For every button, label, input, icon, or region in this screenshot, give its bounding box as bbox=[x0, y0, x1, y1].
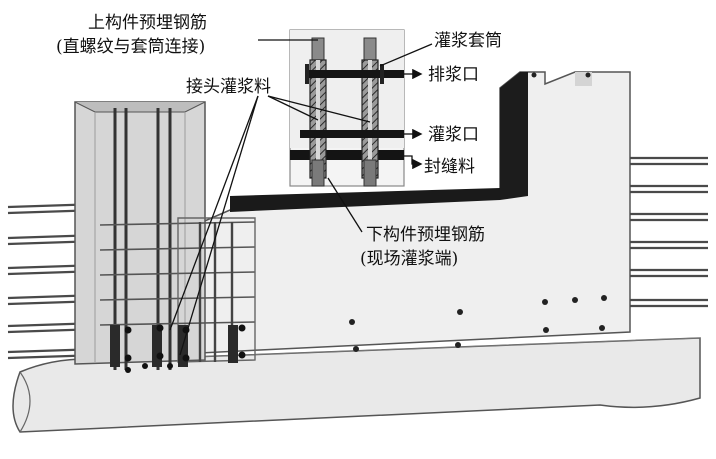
label-joint-grout: 接头灌浆料 bbox=[186, 77, 271, 97]
label-inlet: 灌浆口 bbox=[428, 125, 479, 145]
label-upper-bar-note: (直螺纹与套筒连接) bbox=[56, 37, 205, 57]
annotation-labels: 上构件预埋钢筋 (直螺纹与套筒连接) 接头灌浆料 灌浆套筒 排浆口 灌浆口 封缝… bbox=[56, 13, 502, 269]
right-protruding-rebar bbox=[630, 156, 708, 308]
label-lower-bar: 下构件预埋钢筋 bbox=[366, 225, 485, 245]
label-sleeve: 灌浆套筒 bbox=[434, 31, 502, 51]
precast-column bbox=[74, 101, 256, 373]
label-lower-bar-note: (现场灌浆端) bbox=[360, 249, 458, 269]
precast-wall bbox=[199, 71, 631, 354]
label-outlet: 排浆口 bbox=[428, 65, 479, 85]
sleeve-detail-inset bbox=[289, 29, 405, 187]
leader-lines bbox=[169, 39, 433, 356]
label-upper-bar: 上构件预埋钢筋 bbox=[88, 13, 207, 33]
label-seal: 封缝料 bbox=[424, 157, 475, 177]
